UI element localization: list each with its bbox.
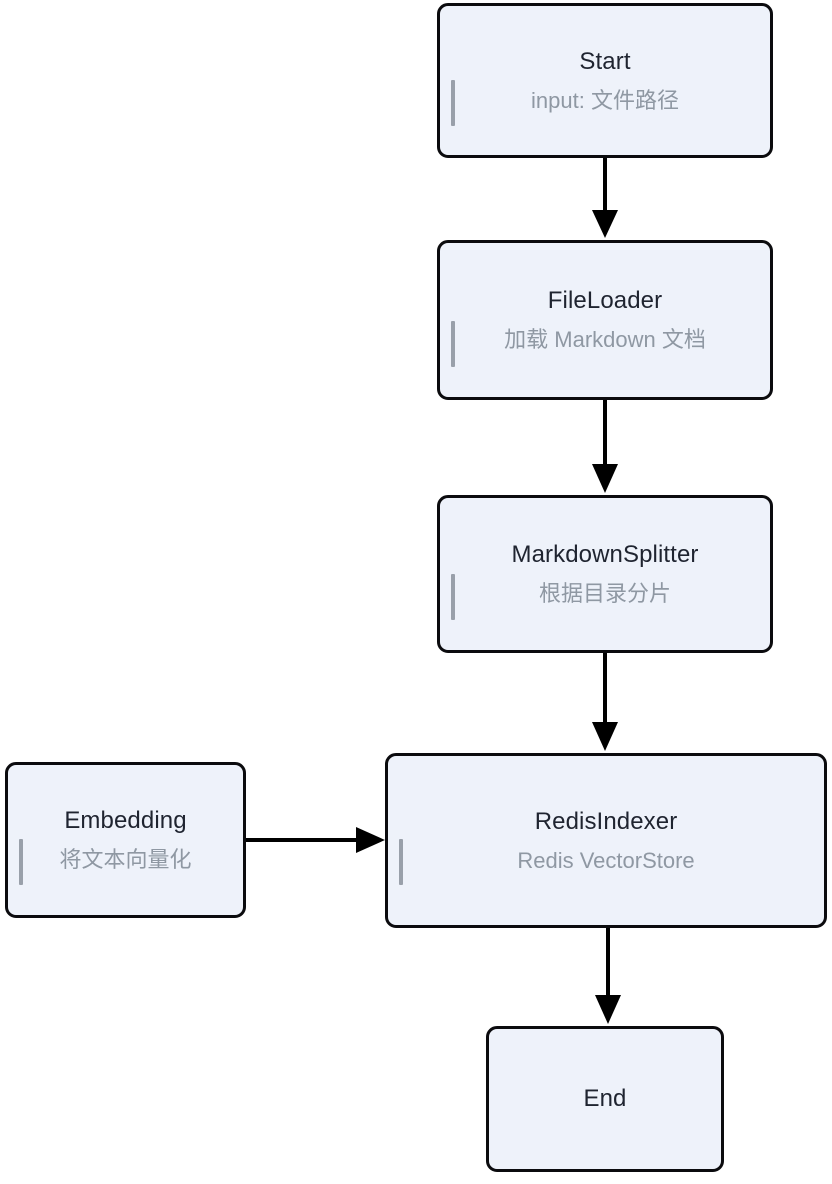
node-redis-indexer-subtitle: Redis VectorStore — [517, 847, 695, 873]
edge-start-to-file-loader — [589, 158, 621, 240]
accent-bar-redis-indexer — [399, 839, 403, 885]
accent-bar-start — [451, 80, 455, 126]
node-markdown-splitter-title: MarkdownSplitter — [511, 541, 699, 569]
edge-markdown-splitter-to-redis-indexer — [589, 653, 621, 753]
node-file-loader[interactable]: FileLoader 加载 Markdown 文档 — [437, 240, 773, 400]
edge-redis-indexer-to-end — [592, 928, 624, 1026]
node-start-subtitle: input: 文件路径 — [531, 87, 679, 113]
accent-bar-embedding — [19, 839, 23, 885]
node-markdown-splitter-subtitle: 根据目录分片 — [538, 581, 671, 607]
node-redis-indexer[interactable]: RedisIndexer Redis VectorStore — [385, 753, 827, 928]
edge-file-loader-to-markdown-splitter — [589, 400, 621, 495]
node-file-loader-title: FileLoader — [547, 287, 663, 315]
node-end[interactable]: End — [486, 1026, 724, 1172]
node-start[interactable]: Start input: 文件路径 — [437, 3, 773, 158]
node-embedding-title: Embedding — [64, 807, 187, 835]
node-file-loader-subtitle: 加载 Markdown 文档 — [504, 327, 706, 353]
edge-embedding-to-redis-indexer — [246, 824, 386, 856]
node-embedding[interactable]: Embedding 将文本向量化 — [5, 762, 246, 918]
node-redis-indexer-title: RedisIndexer — [534, 807, 678, 835]
node-start-title: Start — [579, 47, 631, 75]
accent-bar-markdown-splitter — [451, 574, 455, 620]
node-embedding-subtitle: 将文本向量化 — [59, 847, 192, 873]
accent-bar-file-loader — [451, 321, 455, 367]
node-end-title: End — [583, 1085, 627, 1112]
node-markdown-splitter[interactable]: MarkdownSplitter 根据目录分片 — [437, 495, 773, 653]
